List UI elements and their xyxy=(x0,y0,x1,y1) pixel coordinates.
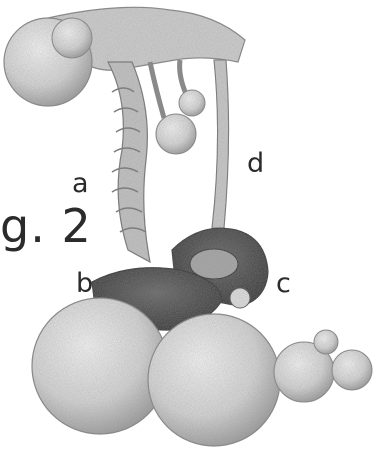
top-right-small-sphere xyxy=(314,330,338,354)
hanging-strand-2 xyxy=(180,60,186,94)
stalk-a xyxy=(108,62,150,262)
small-hanging-sphere xyxy=(156,114,196,154)
label-d: d xyxy=(247,150,264,177)
label-b: b xyxy=(76,270,93,297)
lower-center-sphere xyxy=(148,314,280,446)
hanging-strand-1 xyxy=(150,62,164,118)
upper-left-small-sphere xyxy=(52,18,92,58)
lower-left-sphere xyxy=(32,298,168,434)
figure-caption: g. 2 xyxy=(0,203,92,249)
stalk-d xyxy=(212,60,229,228)
mass-opening xyxy=(190,249,238,279)
far-right-sphere xyxy=(332,350,372,390)
pale-knob xyxy=(230,288,250,308)
label-a: a xyxy=(72,170,89,197)
label-c: c xyxy=(276,270,291,297)
tiny-hanging-sphere xyxy=(179,90,205,116)
